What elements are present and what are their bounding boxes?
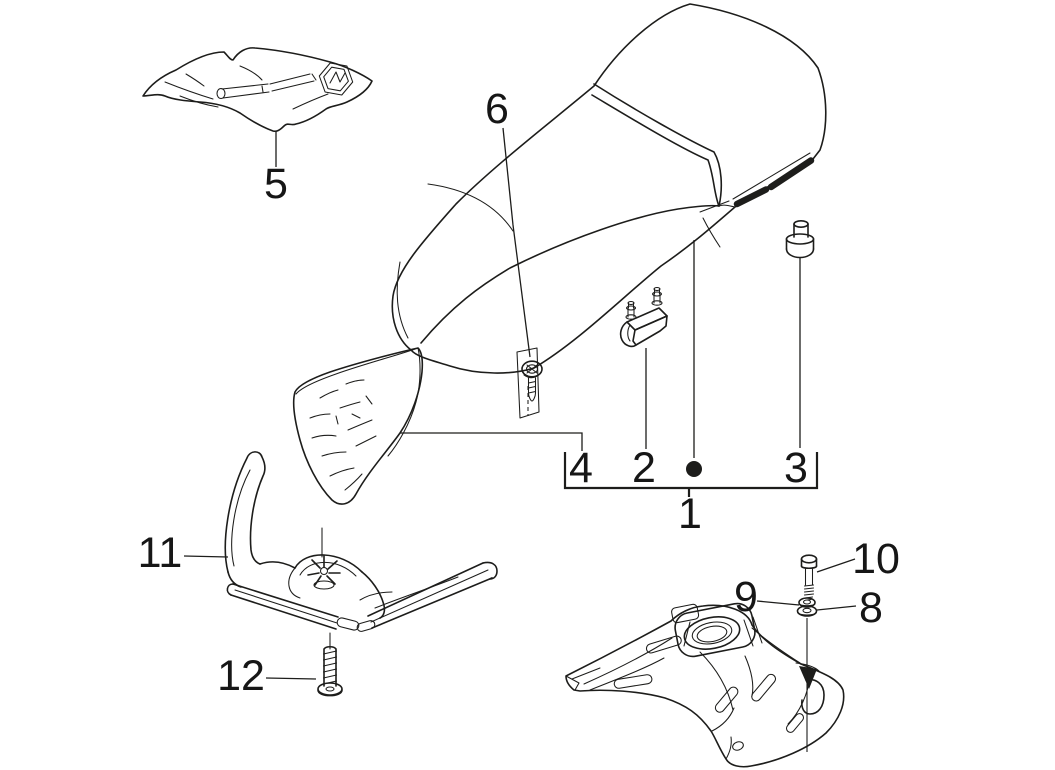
callout-2-label: 2 bbox=[632, 444, 656, 492]
leader-4 bbox=[400, 432, 583, 451]
saddle-hinge-strip bbox=[699, 152, 815, 248]
pad-4-texture bbox=[309, 379, 377, 491]
callout-11-label: 11 bbox=[138, 529, 183, 577]
washers-part: 9 8 bbox=[734, 573, 883, 632]
saddle-outline bbox=[391, 3, 827, 374]
rack-part bbox=[565, 602, 845, 768]
leader-10 bbox=[816, 558, 856, 573]
leader-8 bbox=[816, 605, 857, 611]
callout-5-label: 5 bbox=[264, 160, 288, 208]
trim-11-vertex-links bbox=[336, 617, 376, 632]
seat-cover-outline bbox=[142, 47, 373, 133]
callout-1-label: 1 bbox=[678, 490, 702, 538]
saddle-seams bbox=[396, 83, 736, 344]
callout-10-label: 10 bbox=[852, 535, 900, 583]
screw-12-part: 12 bbox=[217, 632, 343, 700]
leader-11 bbox=[183, 555, 229, 558]
pad-4-part bbox=[292, 347, 424, 505]
trim-11-left-rail bbox=[226, 583, 339, 630]
leader-6 bbox=[502, 127, 531, 358]
rack-details bbox=[583, 627, 825, 760]
nut-9 bbox=[798, 597, 816, 608]
callout-8-label: 8 bbox=[859, 584, 883, 632]
screw-6-part: 6 bbox=[485, 85, 543, 419]
callout-4-label: 4 bbox=[569, 444, 593, 492]
rack-outline bbox=[565, 604, 845, 768]
rack-bolt-pocket bbox=[799, 666, 817, 689]
callout-12-label: 12 bbox=[217, 652, 265, 700]
callout-3-label: 3 bbox=[784, 444, 808, 492]
group-bracket bbox=[563, 452, 819, 490]
screw-6-tab bbox=[516, 347, 540, 419]
leader-9 bbox=[756, 600, 800, 606]
buffer-3-part bbox=[785, 220, 815, 448]
washer-8 bbox=[796, 605, 818, 617]
callout-6-label: 6 bbox=[485, 85, 509, 133]
saddle-part bbox=[391, 3, 827, 374]
trim-11-part: 11 bbox=[138, 451, 498, 632]
bracket-2-part bbox=[619, 286, 668, 449]
bracket-2-stud-right bbox=[651, 286, 663, 306]
assembly-group-callout: 4 2 3 1 bbox=[400, 240, 819, 538]
leader-12 bbox=[265, 677, 317, 680]
seat-cover-folds bbox=[164, 65, 329, 110]
callout-9-label: 9 bbox=[734, 573, 758, 621]
trim-11-right-rail bbox=[359, 561, 498, 629]
trim-11-mount-star bbox=[307, 527, 341, 590]
brand-badge-icon bbox=[318, 62, 354, 96]
rack-ring bbox=[671, 602, 763, 658]
bolt-10-part: 10 bbox=[800, 535, 900, 601]
assembly-dot bbox=[686, 461, 702, 477]
bracket-2-stud-left bbox=[625, 300, 637, 320]
screw-6 bbox=[521, 360, 543, 402]
seat-cover-part: 5 bbox=[142, 47, 373, 208]
